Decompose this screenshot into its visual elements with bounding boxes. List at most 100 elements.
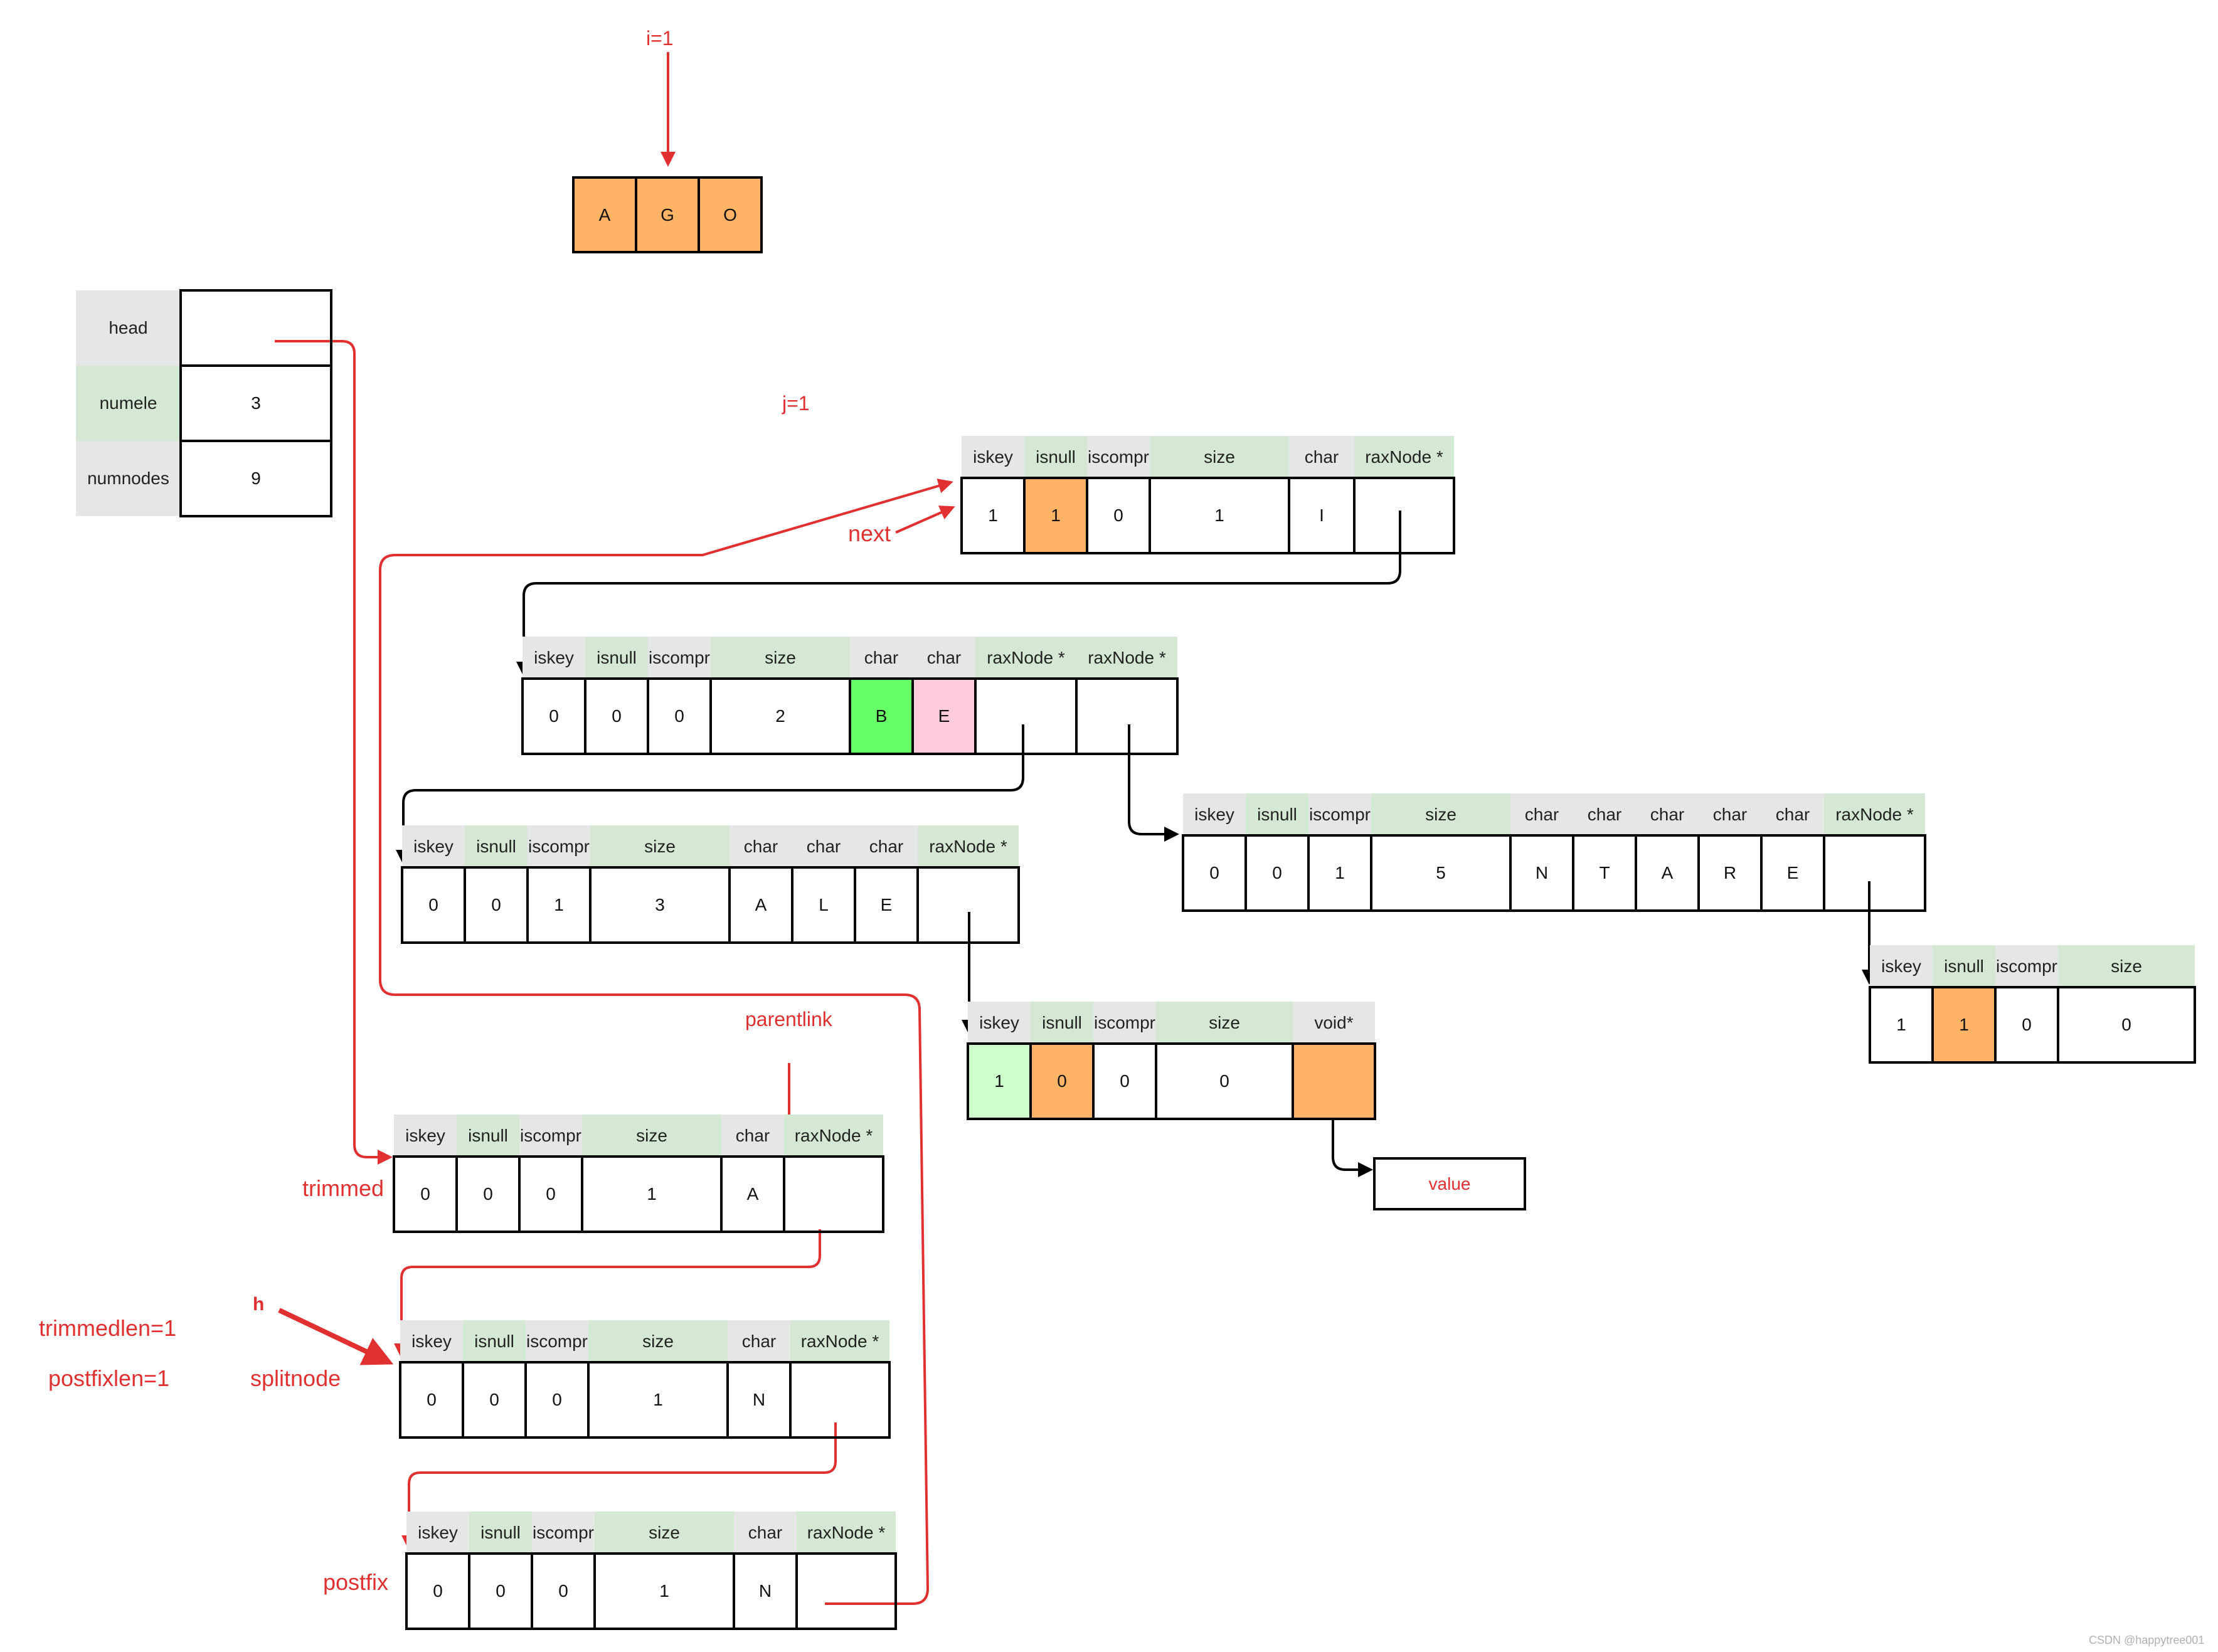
value-cell: 1 <box>587 1361 729 1439</box>
header-cell: iskey <box>523 637 585 679</box>
header-cell: char <box>1289 436 1354 478</box>
arrow-h <box>278 1308 394 1365</box>
numnodes-label: numnodes <box>76 441 181 516</box>
value-cell: A <box>1635 834 1700 912</box>
value-cell: 0 <box>1182 834 1247 912</box>
value-cell: 0 <box>393 1155 458 1233</box>
header-cell: size <box>1156 1002 1293 1044</box>
value-cell: 0 <box>2057 986 2196 1064</box>
value-cell: 1 <box>967 1042 1032 1120</box>
header-cell: char <box>1699 793 1761 835</box>
value-cell: 3 <box>589 866 731 944</box>
value-cell: A <box>720 1155 785 1233</box>
label-parentlink: parentlink <box>745 1008 832 1030</box>
header-cell: isnull <box>1031 1002 1093 1044</box>
value-cell: 0 <box>1029 1042 1095 1120</box>
header-cell: char <box>1761 793 1824 835</box>
value-cell: 0 <box>647 677 712 755</box>
value-cell: E <box>1760 834 1825 912</box>
header-cell: iskey <box>394 1115 457 1157</box>
pointer-cell <box>783 1155 884 1233</box>
value-cell: 0 <box>531 1552 596 1630</box>
header-cell: char <box>728 1320 790 1362</box>
header-cell: size <box>1150 436 1289 478</box>
value-cell: 0 <box>1155 1042 1294 1120</box>
value-cell: B <box>849 677 914 755</box>
value-cell: N <box>726 1361 792 1439</box>
head-label: head <box>76 290 181 366</box>
header-cell: char <box>1636 793 1699 835</box>
header-cell: char <box>850 637 913 679</box>
header-cell: iscompr <box>1087 436 1150 478</box>
value-cell: 1 <box>1931 986 1997 1064</box>
value-cell: 0 <box>464 866 529 944</box>
header-cell: char <box>913 637 975 679</box>
header-cell: char <box>1510 793 1573 835</box>
value-box: value <box>1373 1157 1526 1210</box>
header-cell: size <box>582 1115 721 1157</box>
header-cell: iscompr <box>528 825 590 867</box>
header-cell: char <box>730 825 792 867</box>
header-cell: raxNode * <box>975 637 1076 679</box>
numele-label: numele <box>76 366 181 441</box>
value-cell: 0 <box>1086 477 1151 554</box>
header-cell: raxNode * <box>1076 637 1177 679</box>
header-cell: isnull <box>1246 793 1308 835</box>
pointer-cell <box>1075 677 1179 755</box>
pointer-cell <box>1823 834 1926 912</box>
header-cell: isnull <box>585 637 648 679</box>
value-cell: 0 <box>1244 834 1310 912</box>
header-cell: isnull <box>469 1512 532 1554</box>
header-cell: iskey <box>1870 945 1933 987</box>
value-cell: 1 <box>1869 986 1934 1064</box>
pointer-cell <box>1353 477 1455 554</box>
header-cell: isnull <box>463 1320 526 1362</box>
label-h: h <box>253 1294 265 1315</box>
header-cell: char <box>792 825 855 867</box>
value-cell: 5 <box>1370 834 1512 912</box>
header-cell: size <box>590 825 730 867</box>
value-cell: 1 <box>581 1155 723 1233</box>
value-cell: N <box>1509 834 1574 912</box>
value-cell: 0 <box>468 1552 533 1630</box>
header-cell: iscompr <box>1995 945 2058 987</box>
value-cell: I <box>1288 477 1356 554</box>
value-cell: 1 <box>960 477 1026 554</box>
value-cell: A <box>728 866 793 944</box>
header-cell: isnull <box>457 1115 519 1157</box>
value-cell: E <box>911 677 977 755</box>
value-cell: 1 <box>1307 834 1372 912</box>
header-cell: raxNode * <box>797 1512 896 1554</box>
value-cell: L <box>791 866 856 944</box>
value-cell: 0 <box>399 1361 464 1439</box>
header-cell: size <box>711 637 850 679</box>
label-postfixlen: postfixlen=1 <box>48 1365 170 1391</box>
header-cell: iskey <box>962 436 1024 478</box>
value-cell: 1 <box>1149 477 1290 554</box>
label-splitnode: splitnode <box>250 1365 341 1391</box>
pointer-cell <box>916 866 1020 944</box>
header-cell: iscompr <box>532 1512 595 1554</box>
label-j: j=1 <box>782 392 810 415</box>
value-cell: 1 <box>1023 477 1088 554</box>
value-cell: 1 <box>593 1552 735 1630</box>
header-cell: iskey <box>402 825 465 867</box>
header-cell: iscompr <box>526 1320 588 1362</box>
pointer-cell <box>974 677 1078 755</box>
header-cell: iscompr <box>1093 1002 1156 1044</box>
header-cell: iskey <box>968 1002 1031 1044</box>
value-cell: N <box>733 1552 798 1630</box>
header-cell: isnull <box>1933 945 1995 987</box>
header-cell: iskey <box>406 1512 469 1554</box>
header-cell: isnull <box>465 825 528 867</box>
key-char-0: A <box>572 176 637 253</box>
header-cell: size <box>2058 945 2195 987</box>
header-cell: size <box>588 1320 728 1362</box>
head-value <box>179 289 332 367</box>
arrow-next <box>895 506 955 534</box>
pointer-cell <box>1292 1042 1376 1120</box>
value-cell: 1 <box>526 866 592 944</box>
header-cell: raxNode * <box>1354 436 1454 478</box>
key-char-1: G <box>635 176 700 253</box>
watermark: CSDN @happytree001 <box>2089 1634 2205 1646</box>
